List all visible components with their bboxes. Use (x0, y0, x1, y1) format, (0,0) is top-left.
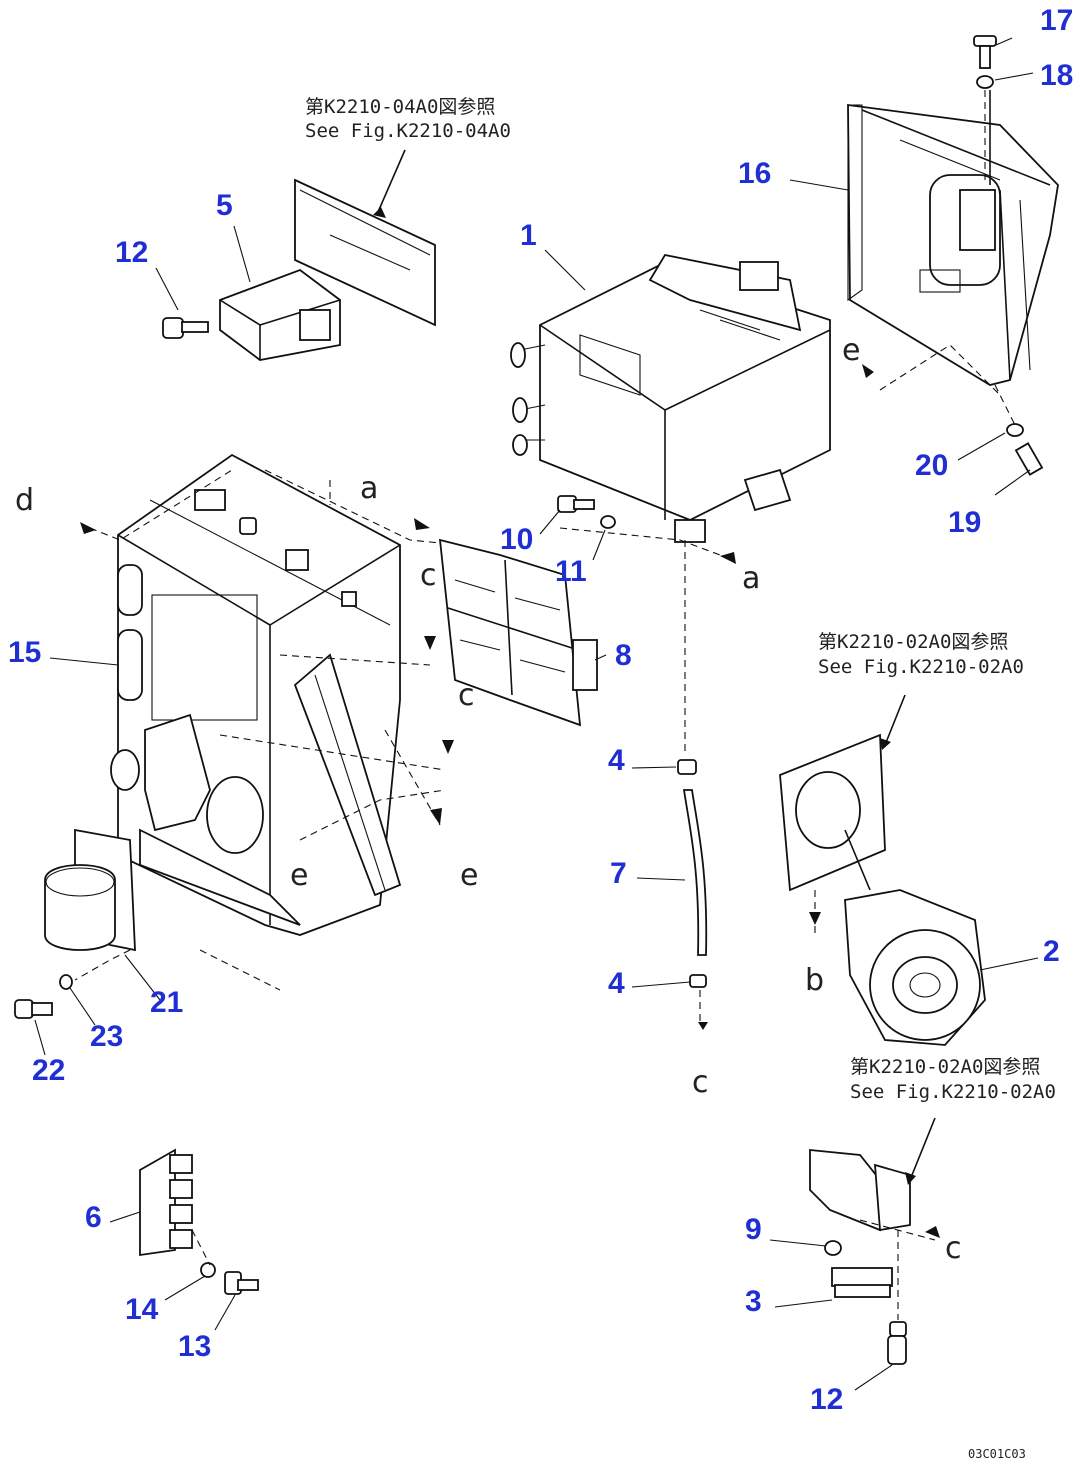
callout-23: 23 (90, 1020, 123, 1053)
part-10-bolt (557, 495, 595, 513)
part-21-duct (44, 828, 136, 952)
svg-text:See Fig.K2210-02A0: See Fig.K2210-02A0 (818, 656, 1024, 678)
callout-12-upper: 12 (115, 236, 148, 269)
letter-e-inner: e (290, 858, 308, 893)
callout-4-upper: 4 (608, 744, 625, 777)
letter-c-frame-upper: c (420, 558, 437, 593)
letter-a-left: a (360, 471, 378, 506)
part-11-washer (600, 515, 616, 529)
part-3-bracket (809, 1149, 911, 1298)
reference-note-1: 第K2210-04A0図参照 See Fig.K2210-04A0 (305, 96, 511, 142)
connection-lines (74, 90, 1016, 1320)
part-20-washer (1006, 423, 1024, 437)
callout-7: 7 (610, 857, 627, 890)
part-4-clamp-lower (689, 974, 707, 988)
part-18-washer (976, 75, 994, 89)
letter-a-right: a (742, 561, 760, 596)
part-9-nut (824, 1240, 842, 1256)
svg-text:See Fig.K2210-04A0: See Fig.K2210-04A0 (305, 120, 511, 142)
callout-9: 9 (745, 1213, 762, 1246)
callout-18: 18 (1040, 59, 1073, 92)
letter-e-frame: e (460, 858, 478, 893)
part-23-washer (59, 974, 73, 990)
callout-1: 1 (520, 219, 537, 252)
part-4-clamp-upper (677, 759, 697, 775)
callout-8: 8 (615, 639, 632, 672)
callout-numbers: 17 18 16 5 12 1 20 19 10 11 15 8 4 7 4 2… (8, 4, 1073, 1416)
part-7-hose (682, 789, 708, 956)
callout-11: 11 (555, 555, 587, 588)
callout-17: 17 (1040, 4, 1073, 37)
letter-c-bracket: c (945, 1231, 962, 1266)
svg-text:第K2210-02A0図参照: 第K2210-02A0図参照 (818, 631, 1008, 653)
svg-text:第K2210-02A0図参照: 第K2210-02A0図参照 (850, 1056, 1040, 1078)
callout-13: 13 (178, 1330, 211, 1363)
callout-22: 22 (32, 1054, 65, 1087)
letter-c-frame-lower: c (458, 678, 475, 713)
part-14-washer (200, 1262, 216, 1278)
callout-14: 14 (125, 1293, 159, 1326)
callout-6: 6 (85, 1201, 102, 1234)
part-15-frame (110, 453, 402, 936)
callout-2: 2 (1043, 935, 1060, 968)
part-19-screw (1014, 442, 1044, 476)
reference-note-3: 第K2210-02A0図参照 See Fig.K2210-02A0 (850, 1056, 1056, 1103)
part-1-heater-unit (510, 253, 831, 543)
callout-3: 3 (745, 1285, 762, 1318)
part-2-blower (779, 733, 986, 1046)
letter-c-hose: c (692, 1065, 709, 1100)
part-8-filter (438, 538, 598, 727)
callout-21: 21 (150, 986, 183, 1019)
part-12-bolt-lower (887, 1321, 907, 1365)
drawing-code: 03C01C03 (968, 1447, 1026, 1461)
part-22-bolt (14, 999, 53, 1019)
reference-note-2: 第K2210-02A0図参照 See Fig.K2210-02A0 (818, 631, 1024, 678)
letter-e-housing: e (842, 333, 860, 368)
callout-16: 16 (738, 157, 771, 190)
callout-10: 10 (500, 523, 533, 556)
leader-lines (34, 37, 1039, 1391)
part-17-screw (973, 35, 997, 69)
part-12-bolt-upper (162, 317, 209, 339)
part-13-bolt (224, 1271, 259, 1295)
svg-text:See Fig.K2210-02A0: See Fig.K2210-02A0 (850, 1081, 1056, 1103)
callout-20: 20 (915, 449, 948, 482)
callout-4-lower: 4 (608, 967, 625, 1000)
callout-19: 19 (948, 506, 981, 539)
svg-text:第K2210-04A0図参照: 第K2210-04A0図参照 (305, 96, 495, 118)
letter-b: b (805, 963, 824, 998)
letter-d: d (15, 483, 34, 518)
callout-5: 5 (216, 189, 233, 222)
connection-letters: d a a c c e e e b c c (15, 333, 962, 1266)
part-16-housing (847, 90, 1059, 386)
callout-15: 15 (8, 636, 41, 669)
part-6-relay (139, 1148, 193, 1257)
part-5-block (219, 178, 436, 361)
callout-12-lower: 12 (810, 1383, 843, 1416)
